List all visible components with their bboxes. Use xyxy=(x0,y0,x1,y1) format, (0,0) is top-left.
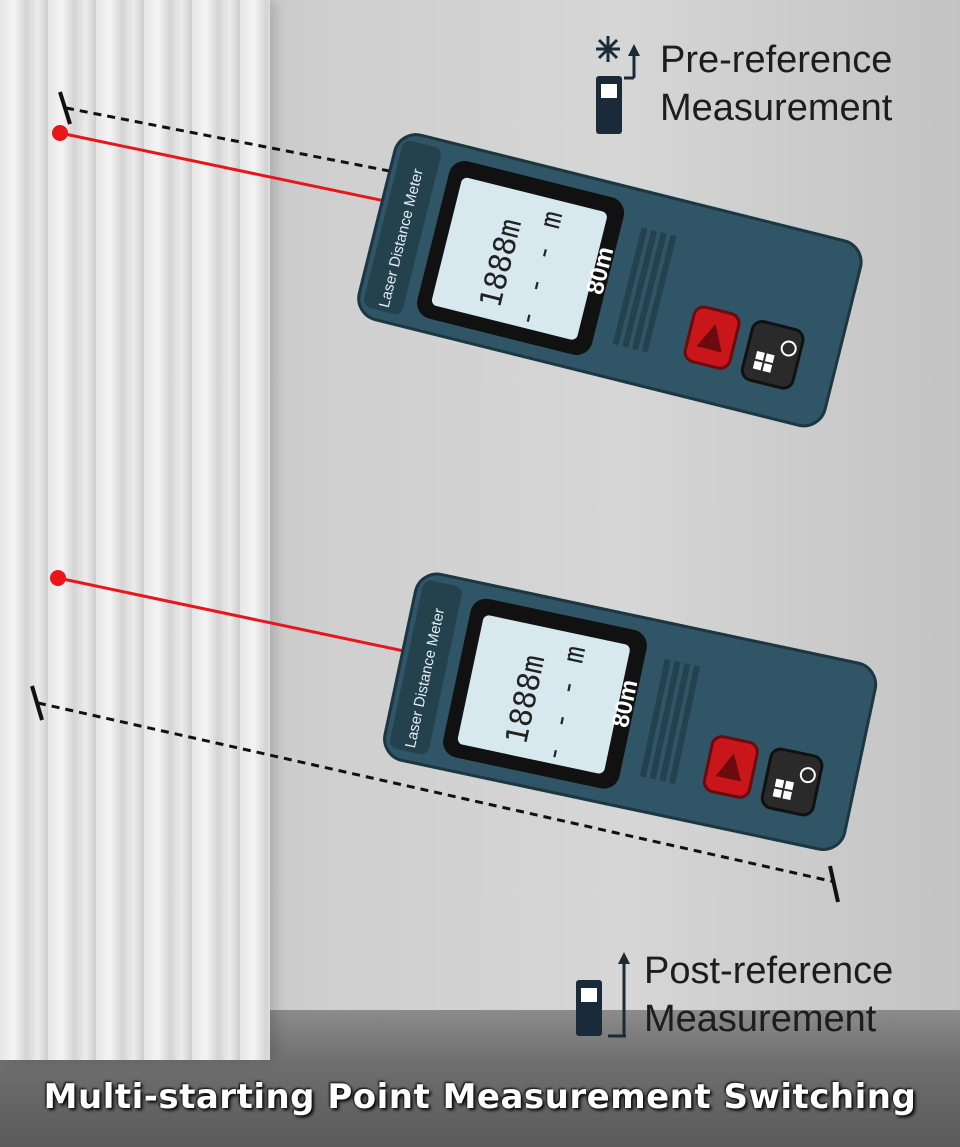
tick-mark-wall-top xyxy=(58,91,72,125)
device-bottom-reference-icon xyxy=(576,952,630,1038)
tick-mark-device-bottom xyxy=(828,865,840,903)
pre-reference-callout: Pre-reference Measurement xyxy=(592,32,892,136)
caption: Multi-starting Point Measurement Switchi… xyxy=(43,1077,917,1117)
post-reference-line2: Measurement xyxy=(644,998,877,1040)
tick-mark-wall-bottom xyxy=(30,685,44,721)
post-reference-line1: Post-reference xyxy=(644,950,894,992)
grip-ridges xyxy=(639,658,701,784)
pre-reference-line1: Pre-reference xyxy=(660,39,893,81)
lcd-screen xyxy=(431,177,607,340)
device-side-strip xyxy=(363,140,442,315)
post-reference-label: Post-reference Measurement xyxy=(644,947,893,1043)
curtain xyxy=(0,0,270,1060)
pre-reference-line2: Measurement xyxy=(660,87,893,129)
device-side-strip xyxy=(389,580,462,755)
grip-ridges xyxy=(612,227,677,353)
laser-dot-bottom xyxy=(50,570,66,586)
lcd-screen xyxy=(457,615,630,774)
device-top-reference-icon xyxy=(596,36,640,134)
laser-beam-bottom xyxy=(57,576,405,653)
reference-dashed-line-bottom xyxy=(37,701,836,884)
reference-dashed-line-top xyxy=(65,106,411,177)
post-reference-callout: Post-reference Measurement xyxy=(572,947,893,1043)
measure-triangle-icon xyxy=(696,324,722,353)
menu-power-icon xyxy=(772,767,816,801)
laser-beam-top xyxy=(59,131,405,207)
menu-power-icon xyxy=(752,340,797,373)
laser-dot-top xyxy=(52,125,68,141)
pre-reference-label: Pre-reference Measurement xyxy=(660,36,892,132)
measure-triangle-icon xyxy=(715,753,742,782)
